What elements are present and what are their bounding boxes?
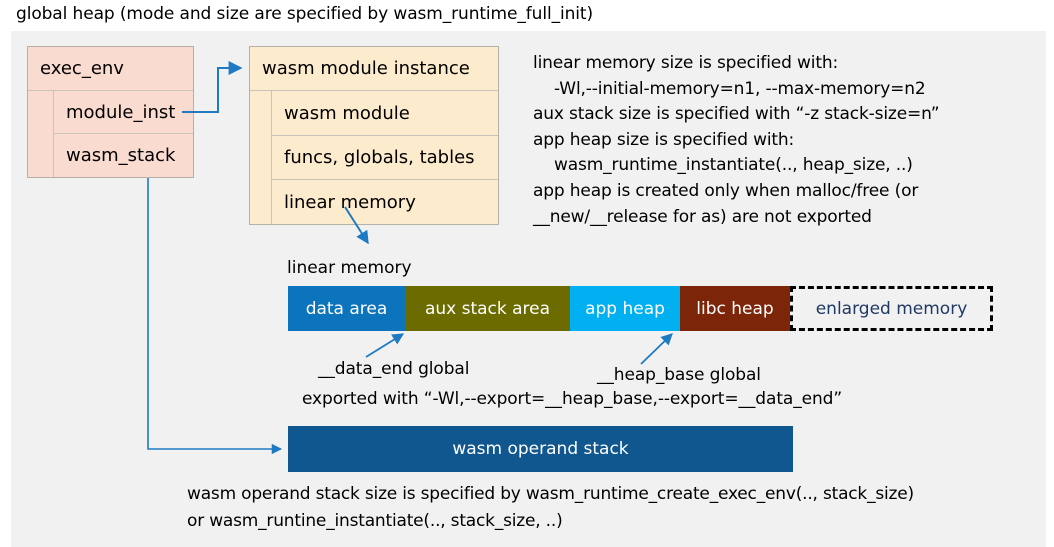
field-wasm-module: wasm module (272, 91, 498, 136)
exec-env-field-module-inst: module_inst (54, 91, 193, 134)
exec-env-field-wasm-stack: wasm_stack (66, 145, 176, 166)
wasm-module-instance-fields: wasm module funcs, globals, tables linea… (272, 91, 498, 224)
page-title: global heap (mode and size are specified… (16, 4, 593, 24)
wasm-module-instance-box: wasm module instance wasm module funcs, … (249, 46, 499, 225)
field-linear-memory: linear memory (284, 191, 416, 213)
annotation-heap-base: __heap_base global (597, 365, 761, 385)
wasm-module-instance-header: wasm module instance (250, 47, 498, 91)
notes-text: linear memory size is specified with: -W… (533, 53, 940, 227)
exec-env-fields: module_inst wasm_stack (54, 91, 193, 177)
exec-env-body: module_inst wasm_stack (28, 91, 193, 177)
wasm-operand-stack-box: wasm operand stack (288, 426, 793, 472)
memory-segment-libc-heap: libc heap (680, 286, 790, 331)
wasm-module-instance-body: wasm module funcs, globals, tables linea… (250, 91, 498, 224)
exec-env-box: exec_env module_inst wasm_stack (27, 46, 194, 178)
operand-stack-footnote: wasm operand stack size is specified by … (187, 484, 914, 531)
memory-segment-enlarged-memory: enlarged memory (790, 286, 993, 331)
memory-segment-data-area: data area (288, 286, 405, 331)
memory-segment-app-heap: app heap (570, 286, 680, 331)
annotation-exported-with: exported with “-Wl,--export=__heap_base,… (302, 389, 843, 409)
annotation-data-end: __data_end global (318, 359, 470, 379)
exec-env-header: exec_env (28, 47, 193, 91)
exec-env-gutter (28, 91, 54, 177)
memory-segment-aux-stack-area: aux stack area (405, 286, 570, 331)
linear-memory-label: linear memory (287, 258, 412, 278)
field-funcs-globals-tables: funcs, globals, tables (272, 136, 498, 180)
wasm-module-instance-gutter (250, 91, 272, 224)
